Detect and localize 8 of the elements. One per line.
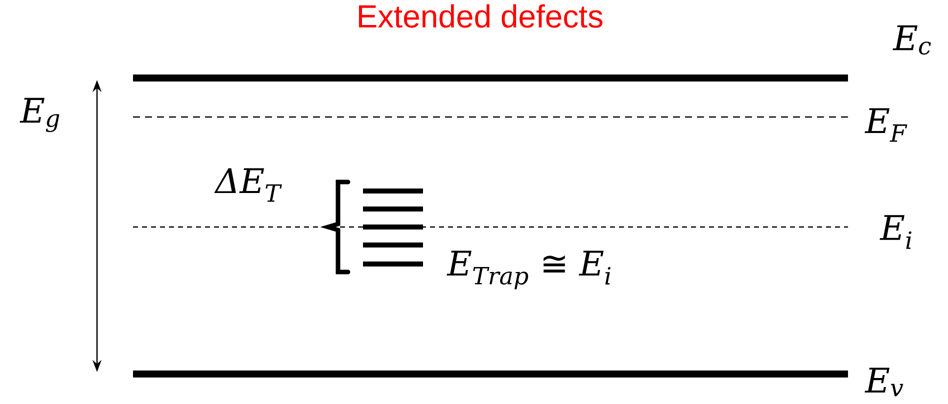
title: Extended defects [358,4,602,28]
level-label: E$_{v}$ [864,368,904,396]
level-label: E$_{F}$ [864,108,908,142]
level-label: E$_{Trap}$ ≅ E$_{i}$ [446,250,611,290]
level-label: E$_{i}$ [880,215,912,249]
level-label: ΔE$_{T}$ [214,168,282,202]
level-label: E$_{g}$ [20,98,60,132]
level-label: E$_{c}$ [892,25,931,55]
